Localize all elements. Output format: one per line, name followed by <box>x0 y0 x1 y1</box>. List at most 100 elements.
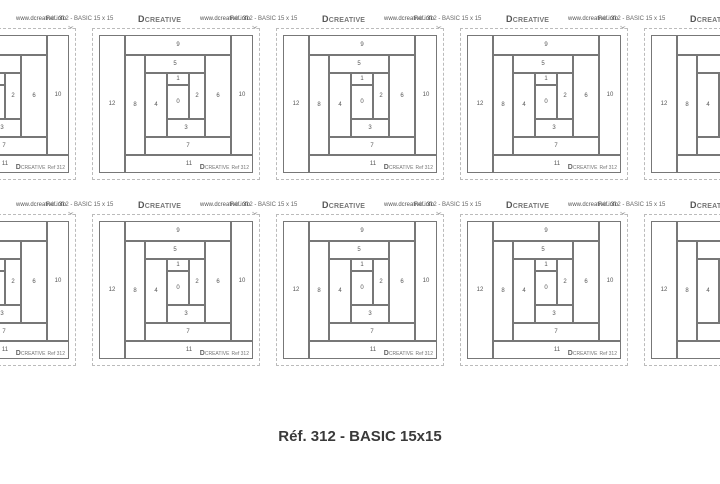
block-piece: 4 <box>697 259 719 323</box>
block-piece: 11 <box>0 155 69 173</box>
website-url: www.dcreative.info <box>200 16 251 22</box>
block-piece: 6 <box>21 241 47 323</box>
block-piece: 7 <box>0 323 47 341</box>
block-piece: 10 <box>415 35 437 155</box>
block-piece: 8 <box>677 55 697 155</box>
block-piece: 1 <box>351 259 373 271</box>
website-url: www.dcreative.info <box>16 16 67 22</box>
block-piece: 11 <box>309 155 437 173</box>
website-url: www.dcreative.info <box>16 202 67 208</box>
brand-logo: DCREATIVE <box>138 200 181 210</box>
block-piece: 0 <box>535 85 557 119</box>
block-piece: 2 <box>557 259 573 305</box>
brand-mark: D <box>138 14 145 24</box>
brand-mark: D <box>322 200 329 210</box>
block-piece: 8 <box>493 241 513 341</box>
block-piece: 7 <box>513 323 599 341</box>
footer-brand-name: CREATIVE <box>20 165 46 171</box>
website-url: www.dcreative.info <box>384 16 435 22</box>
card-header: Réf. 312 - BASIC 15 x 15DCREATIVEwww.dcr… <box>598 14 720 26</box>
template-card: Réf. 312 - BASIC 15 x 15DCREATIVEwww.dcr… <box>598 200 720 370</box>
block-piece: 6 <box>573 241 599 323</box>
template-card: Réf. 312 - BASIC 15 x 15DCREATIVEwww.dcr… <box>598 14 720 184</box>
brand-name: CREATIVE <box>144 17 182 24</box>
block-piece: 0 <box>351 85 373 119</box>
block-piece: 1 <box>167 73 189 85</box>
block-piece: 12 <box>651 221 677 359</box>
brand-mark: D <box>322 14 329 24</box>
block-piece: 12 <box>283 221 309 359</box>
brand-logo: DCREATIVE <box>138 14 181 24</box>
card-ref-label: Réf. 312 - BASIC 15 x 15 <box>598 16 666 22</box>
block-piece: 9 <box>0 221 47 241</box>
footer-brand-mark: D <box>383 164 389 171</box>
block-piece: 2 <box>189 73 205 119</box>
template-card: Réf. 312 - BASIC 15 x 15DCREATIVEwww.dcr… <box>0 14 76 184</box>
footer-ref: Ref 312 <box>47 351 65 357</box>
block-piece: 8 <box>309 55 329 155</box>
block-piece: 8 <box>493 55 513 155</box>
card-ref-label: Réf. 312 - BASIC 15 x 15 <box>230 202 298 208</box>
block-piece: 7 <box>697 323 720 341</box>
block-piece: 10 <box>231 35 253 155</box>
block-piece: 6 <box>389 55 415 137</box>
block-piece: 10 <box>231 221 253 341</box>
footer-brand-name: CREATIVE <box>572 351 598 357</box>
footer-ref: Ref 312 <box>415 165 433 171</box>
block-piece: 6 <box>573 55 599 137</box>
brand-mark: D <box>506 200 513 210</box>
card-ref-label: Réf. 312 - BASIC 15 x 15 <box>414 16 482 22</box>
brand-name: CREATIVE <box>696 17 720 24</box>
card-ref-label: Réf. 312 - BASIC 15 x 15 <box>46 202 114 208</box>
footer-brand-name: CREATIVE <box>388 165 414 171</box>
block-piece: 9 <box>677 221 720 241</box>
block-piece: 12 <box>467 221 493 359</box>
block-piece: 10 <box>599 35 621 155</box>
block-piece: 11 <box>125 341 253 359</box>
footer-brand-mark: D <box>567 350 573 357</box>
brand-logo: DCREATIVE <box>506 14 549 24</box>
page-title: Réf. 312 - BASIC 15x15 <box>278 428 442 445</box>
block-piece: 12 <box>651 35 677 173</box>
block-piece: 9 <box>0 35 47 55</box>
block-piece: 7 <box>513 137 599 155</box>
block-piece: 0 <box>351 271 373 305</box>
block-piece: 2 <box>5 259 21 305</box>
footer-ref: Ref 312 <box>415 351 433 357</box>
block-piece: 6 <box>205 55 231 137</box>
block-piece: 5 <box>513 241 573 259</box>
template-sheet: Réf. 312 - BASIC 15 x 15DCREATIVEwww.dcr… <box>0 14 720 370</box>
block-piece: 10 <box>47 221 69 341</box>
brand-logo: DCREATIVE <box>322 200 365 210</box>
block-piece: 9 <box>493 221 599 241</box>
block-piece: 12 <box>283 35 309 173</box>
block-piece: 5 <box>697 241 720 259</box>
website-url: www.dcreative.info <box>568 202 619 208</box>
block-piece: 9 <box>309 221 415 241</box>
block-piece: 4 <box>697 73 719 137</box>
block-piece: 5 <box>329 55 389 73</box>
footer-brand-mark: D <box>383 350 389 357</box>
block-piece: 4 <box>513 259 535 323</box>
block-piece: 5 <box>145 241 205 259</box>
block-piece: 4 <box>329 73 351 137</box>
block-piece: 1 <box>535 73 557 85</box>
block-piece: 1 <box>167 259 189 271</box>
block-piece: 8 <box>677 241 697 341</box>
footer-brand-name: CREATIVE <box>20 351 46 357</box>
